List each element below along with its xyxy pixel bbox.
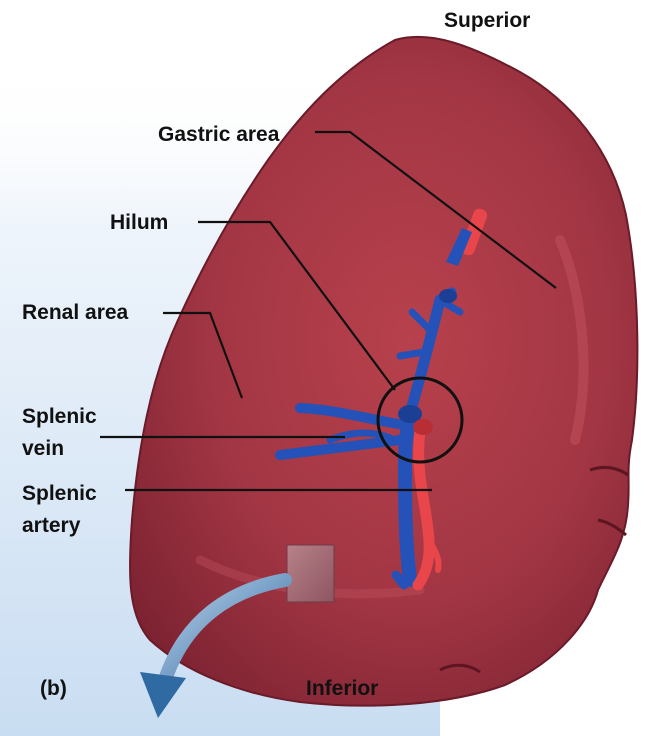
label-hilum: Hilum xyxy=(110,210,168,236)
label-renal-area: Renal area xyxy=(22,300,128,326)
label-gastric-area: Gastric area xyxy=(158,122,279,148)
label-splenic-vein-line2: vein xyxy=(22,436,64,462)
tissue-sample xyxy=(287,545,334,602)
label-superior: Superior xyxy=(444,8,530,34)
label-splenic-artery-line2: artery xyxy=(22,513,80,539)
label-splenic-artery-line1: Splenic xyxy=(22,481,97,507)
label-splenic-vein-line1: Splenic xyxy=(22,404,97,430)
artery-opening xyxy=(413,419,433,435)
label-inferior: Inferior xyxy=(306,676,378,702)
vein-opening xyxy=(439,289,457,303)
label-panel-b: (b) xyxy=(40,676,67,702)
